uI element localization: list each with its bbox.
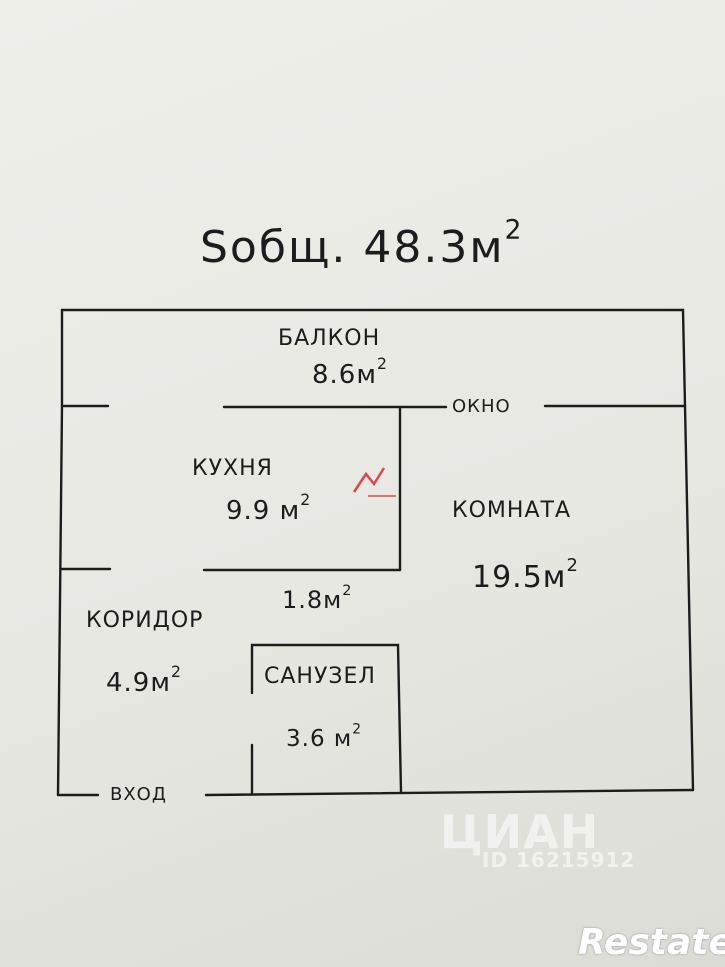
room-label: КОМНАТА [452,498,571,523]
cian-watermark: ЦИАН [440,805,600,859]
outer-wall-right [683,404,695,792]
kitchen-label: КУХНЯ [192,456,273,481]
kitchen-area: 9.9 м2 [226,490,312,526]
agency-logo-icon [352,467,396,497]
total-area-title: Sобщ. 48.3м2 [200,214,524,273]
outer-wall-left [56,404,64,797]
balcony-label: БАЛКОН [278,326,381,351]
bathroom-label: САНУЗЕЛ [264,664,376,689]
corridor-area: 4.9м2 [106,662,182,698]
cian-id-watermark: ID 16215912 [482,848,636,872]
room-area: 19.5м2 [472,554,579,595]
hall-area: 1.8м2 [282,583,353,614]
bathroom-walls [250,643,403,794]
bathroom-area: 3.6 м2 [286,721,363,752]
window-label: ОКНО [452,396,511,417]
outer-wall-top [60,308,687,408]
corridor-label: КОРИДОР [86,608,204,633]
outer-wall-bottom-right [204,788,695,797]
balcony-area: 8.6м2 [312,354,388,390]
entrance-label: ВХОД [110,784,167,805]
restate-watermark: Restate [578,922,725,963]
